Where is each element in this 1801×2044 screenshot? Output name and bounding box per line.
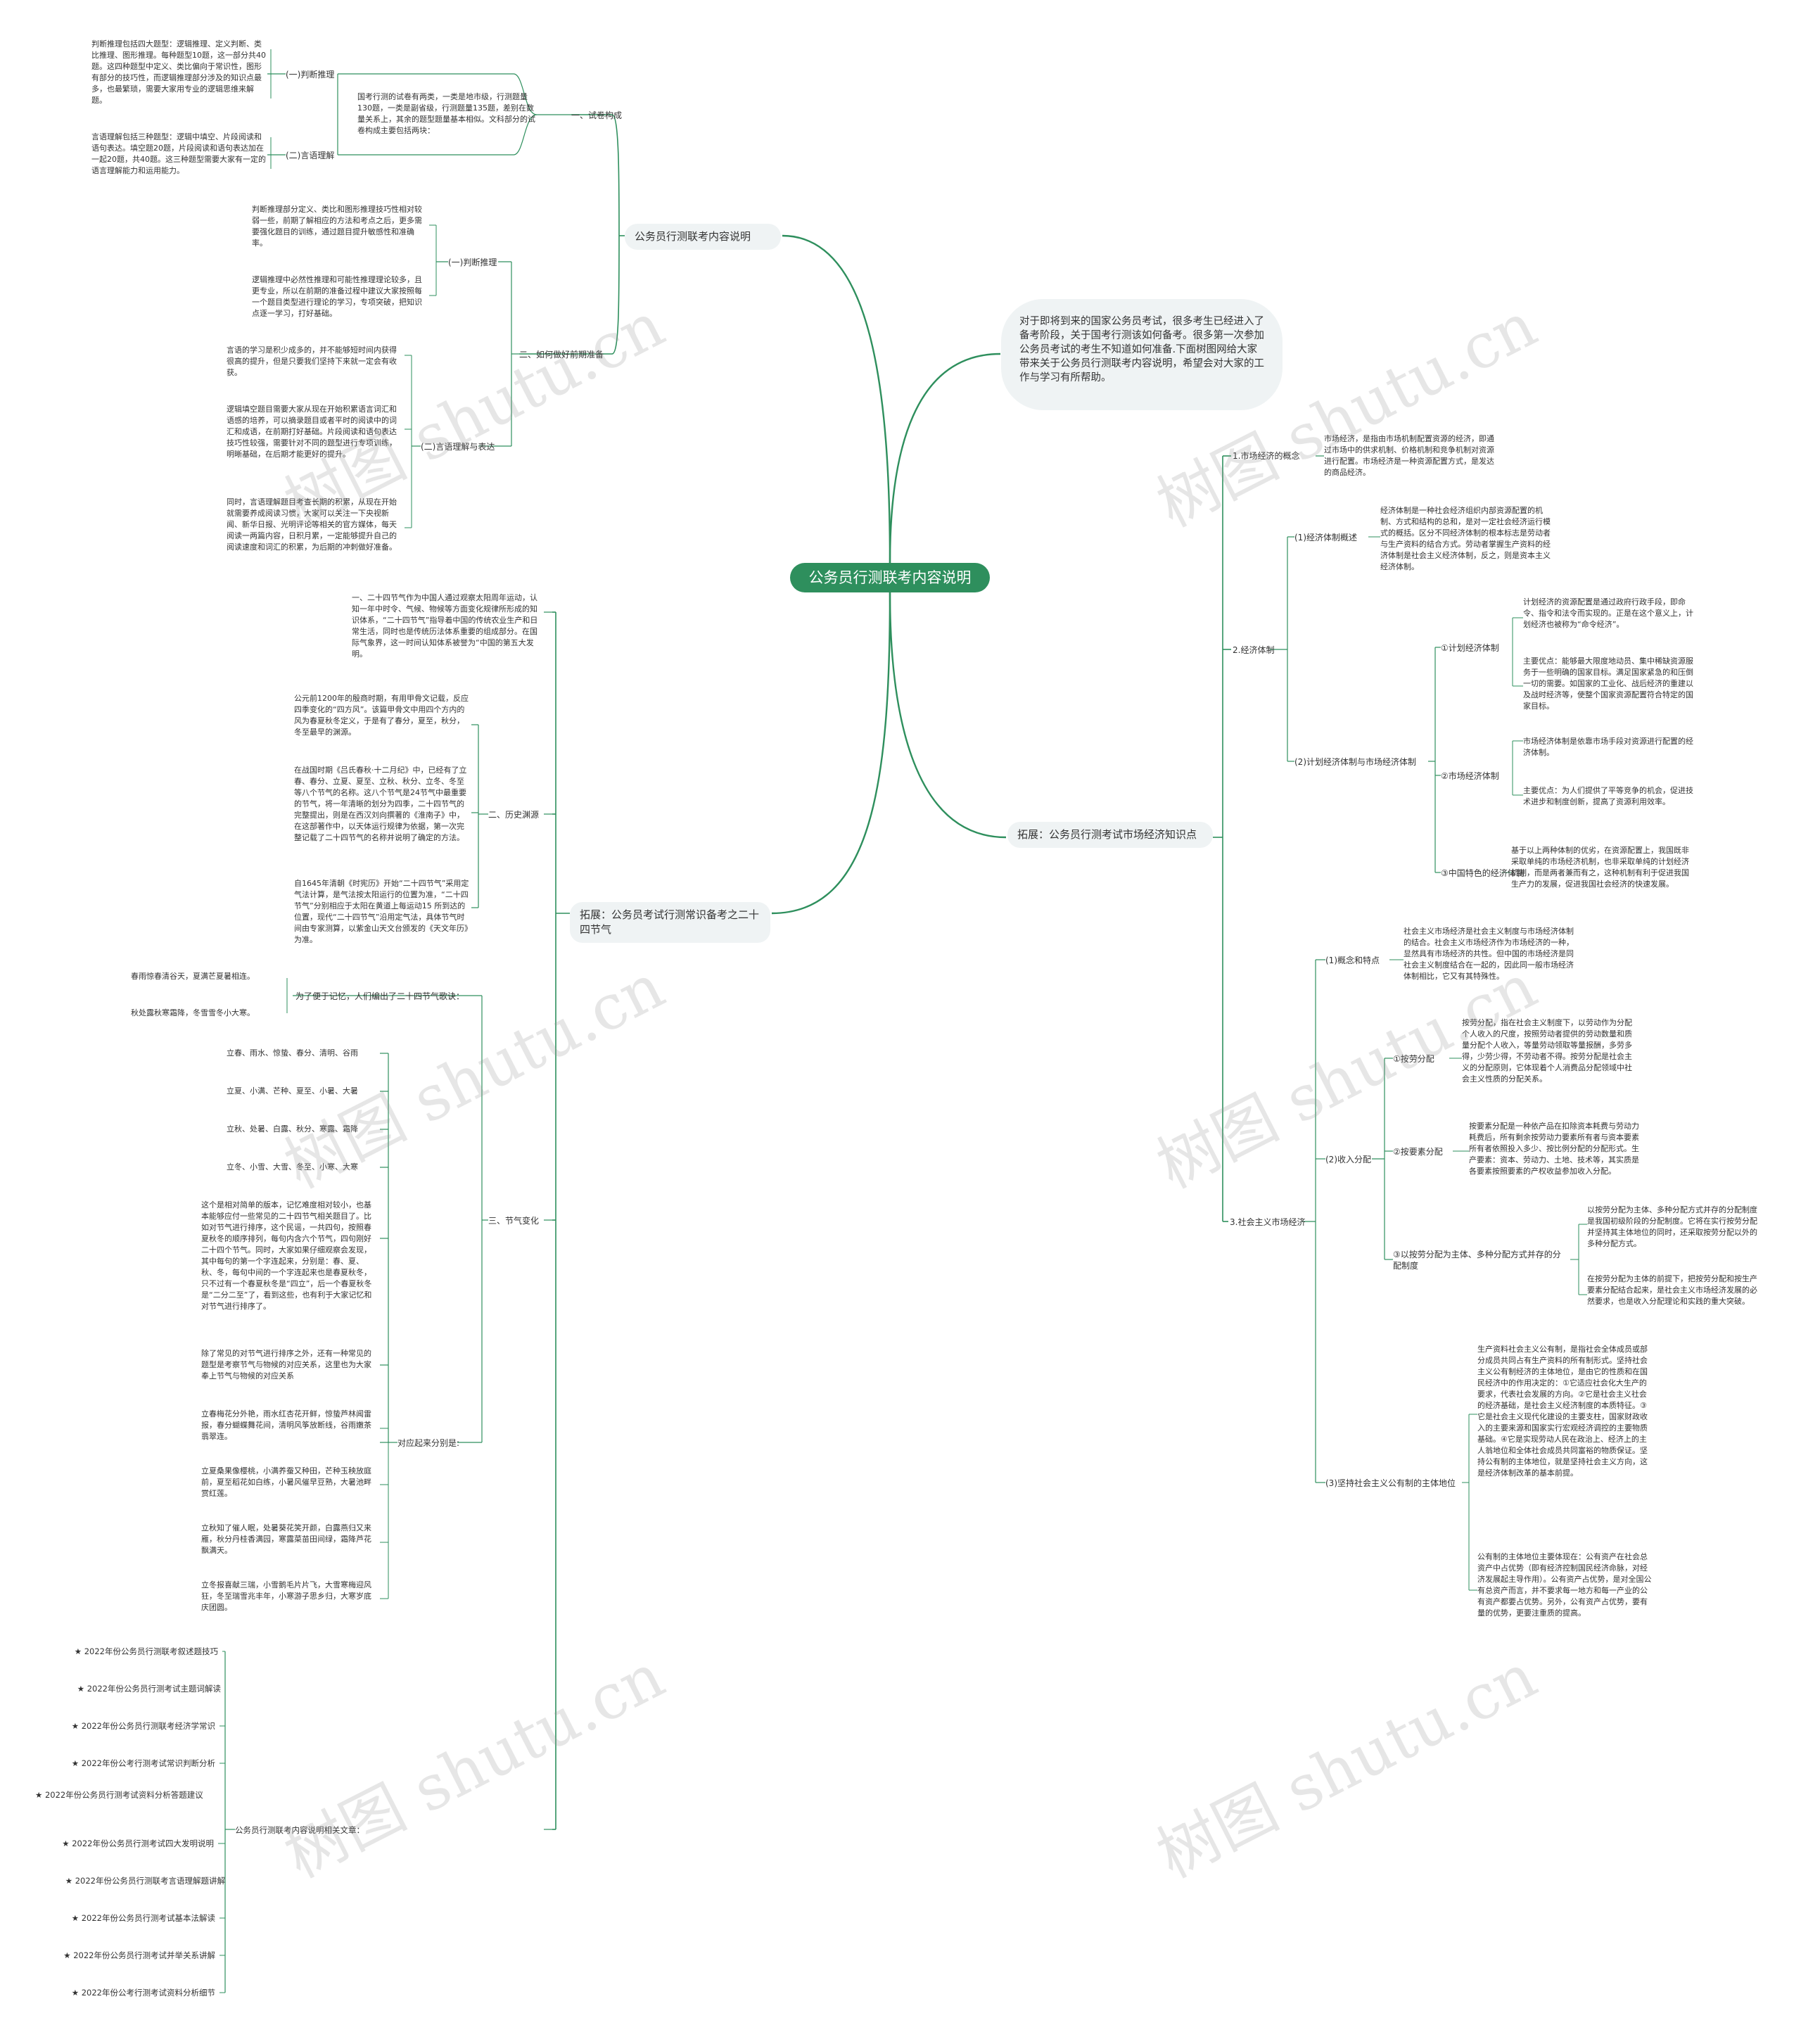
text-verbal-2a: 言语的学习是积少成多的，并不能够短时间内获得很高的提升，但是只要我们坚持下来就一… xyxy=(227,345,397,377)
text-history-3: 自1645年清朝《时宪历》开始“二十四节气”采用定气法计算，是气法按太阳运行的位… xyxy=(294,879,469,944)
text-poem-summer: 立夏桑果像樱桃，小满养蚕又种田，芒种玉秧放庭前，夏至稻花如白练，小暑风催早豆熟，… xyxy=(201,1466,371,1498)
related-article-link[interactable]: ★ 2022年份公务员行测考试主题词解读 xyxy=(77,1684,221,1694)
root-connector xyxy=(889,592,1007,839)
node-verbal-1[interactable]: (二)言语理解 xyxy=(286,151,335,160)
text-mixed-2: 在按劳分配为主体的前提下，把按劳分配和按生产要素分配结合起来，是社会主义市场经济… xyxy=(1587,1274,1757,1306)
text-features: 社会主义市场经济是社会主义制度与市场经济体制的结合。社会主义市场经济作为市场经济… xyxy=(1404,927,1574,981)
related-article-link[interactable]: ★ 2022年份公考行测考试资料分析细节 xyxy=(71,1988,215,1998)
branch-solar-terms[interactable]: 拓展：公务员考试行测常识备考之二十四节气 xyxy=(570,902,770,943)
node-judgment-2[interactable]: (一)判断推理 xyxy=(448,258,497,267)
node-socialist-market[interactable]: 3.社会主义市场经济 xyxy=(1230,1217,1306,1227)
text-poem-spring: 立春梅花分外艳，雨水红杏花开鲜，惊蛰芦林闻雷报，春分蝴蝶舞花间，清明风筝放断线，… xyxy=(201,1409,371,1441)
node-judgment-1[interactable]: (一)判断推理 xyxy=(286,70,335,80)
node-income-distribution[interactable]: (2)收入分配 xyxy=(1325,1155,1371,1164)
node-economic-system[interactable]: 2.经济体制 xyxy=(1233,645,1275,655)
text-market-1: 市场经济体制是依靠市场手段对资源进行配置的经济体制。 xyxy=(1523,737,1693,757)
text-solar-intro: 一、二十四节气作为中国人通过观察太阳周年运动，认知一年中时令、气候、物候等方面变… xyxy=(352,593,538,659)
branch-market-economy[interactable]: 拓展：公务员行测考试市场经济知识点 xyxy=(1007,822,1213,848)
text-verbal-1: 言语理解包括三种题型：逻辑中填空、片段阅读和语句表达。填空题20题，片段阅读和语… xyxy=(91,132,266,175)
text-judgment-2a: 判断推理部分定义、类比和图形推理技巧性相对较弱一些，前期了解相应的方法和考点之后… xyxy=(252,205,422,248)
node-labor-distribution[interactable]: ①按劳分配 xyxy=(1393,1054,1434,1064)
text-plan-2: 主要优点：能够最大限度地动员、集中稀缺资源服务于一些明确的国家目标。满足国家紧急… xyxy=(1523,656,1693,711)
text-ownership-2: 公有制的主体地位主要体现在：公有资产在社会总资产中占优势（即有经济控制国民经济命… xyxy=(1477,1552,1652,1618)
node-china-system[interactable]: ③中国特色的经济体制 xyxy=(1441,868,1525,878)
node-features[interactable]: (1)概念和特点 xyxy=(1325,956,1380,965)
root-node[interactable]: 公务员行测联考内容说明 xyxy=(790,563,990,592)
text-season-summer: 立夏、小满、芒种、夏至、小暑、大暑 xyxy=(227,1086,358,1096)
text-market-2: 主要优点：为人们提供了平等竞争的机会，促进技术进步和制度创新，提高了资源利用效率… xyxy=(1523,786,1693,806)
text-judgment-2b: 逻辑推理中必然性推理和可能性推理理论较多，且更专业，所以在前期的准备过程中建议大… xyxy=(252,275,422,318)
node-pairs[interactable]: 对应起来分别是: xyxy=(397,1438,460,1448)
text-season-autumn: 立秋、处暑、白露、秋分、寒露、霜降 xyxy=(227,1124,358,1134)
text-season-winter: 立冬、小雪、大雪、冬至、小寒、大寒 xyxy=(227,1162,358,1172)
text-history-1: 公元前1200年的殷商时期，有用甲骨文记载，反应四季变化的“四方风”。该篇甲骨文… xyxy=(294,694,469,737)
node-market-system[interactable]: ②市场经济体制 xyxy=(1441,771,1499,781)
text-ownership-1: 生产资料社会主义公有制，是指社会全体成员或部分成员共同占有生产资料的所有制形式。… xyxy=(1477,1345,1648,1478)
connector xyxy=(611,114,620,236)
text-verbal-2c: 同时，言语理解题目考查长期的积累，从现在开始就需要养成阅读习惯，大家可以关注一下… xyxy=(227,497,397,552)
related-article-link[interactable]: ★ 2022年份公务员行测联考经济学常识 xyxy=(71,1721,215,1731)
related-article-link[interactable]: ★ 2022年份公务员行测考试基本法解读 xyxy=(71,1913,215,1923)
text-market-concept: 市场经济，是指由市场机制配置资源的经济，即通过市场中的供求机制、价格机制和竞争机… xyxy=(1324,434,1494,477)
node-plan-vs-market[interactable]: (2)计划经济体制与市场经济体制 xyxy=(1294,757,1416,767)
text-china-system: 基于以上两种体制的优劣，在资源配置上，我国既非采取单纯的市场经济机制，也非采取单… xyxy=(1511,846,1689,889)
text-labor-distribution: 按劳分配，指在社会主义制度下，以劳动作为分配个人收入的尺度，按照劳动者提供的劳动… xyxy=(1462,1018,1632,1084)
related-article-link[interactable]: ★ 2022年份公务员行测考试资料分析答题建议 xyxy=(35,1790,203,1800)
related-article-link[interactable]: ★ 2022年份公务员行测联考言语理解题讲解 xyxy=(65,1876,225,1886)
root-connector xyxy=(889,353,1001,564)
text-system-overview: 经济体制是一种社会经济组织内部资源配置的机制、方式和结构的总和，是对一定社会经济… xyxy=(1380,506,1551,571)
text-season-pairs: 除了常见的对节气进行排序之外，还有一种常见的题型是考察节气与物候的对应关系，这里… xyxy=(201,1349,371,1380)
node-factor-distribution[interactable]: ②按要素分配 xyxy=(1393,1147,1443,1157)
node-term-change[interactable]: 三、节气变化 xyxy=(488,1216,540,1226)
node-history[interactable]: 二、历史渊源 xyxy=(488,810,540,820)
root-connector xyxy=(771,592,891,915)
text-mnemonic-1: 春雨惊春清谷天，夏满芒夏暑相连。 xyxy=(131,972,255,981)
node-system-overview[interactable]: (1)经济体制概述 xyxy=(1294,533,1357,542)
node-public-ownership[interactable]: (3)坚持社会主义公有制的主体地位 xyxy=(1325,1478,1456,1488)
text-judgment-1: 判断推理包括四大题型：逻辑推理、定义判断、类比推理、图形推理。每种题型10题，这… xyxy=(91,39,266,105)
text-poem-autumn: 立秋知了催人眠，处暑葵花笑开颜，白露燕归又来雁，秋分丹桂香满园，寒露菜苗田间绿，… xyxy=(201,1523,371,1555)
text-season-explain: 这个是相对简单的版本，记忆难度相对较小，也基本能够应付一些常见的二十四节气相关题… xyxy=(201,1200,372,1311)
text-mnemonic-2: 秋处露秋寒霜降，冬雪雪冬小大寒。 xyxy=(131,1008,255,1017)
related-article-link[interactable]: ★ 2022年份公考行测考试常识判断分析 xyxy=(71,1758,215,1768)
connector xyxy=(611,235,620,355)
connector xyxy=(513,73,537,115)
node-mixed-distribution[interactable]: ③以按劳分配为主体、多种分配方式并存的分配制度 xyxy=(1393,1250,1561,1271)
node-paper-structure[interactable]: 一、试卷构成 xyxy=(571,110,623,120)
intro-bubble: 对于即将到来的国家公务员考试，很多考生已经进入了备考阶段，关于国考行测该如何备考… xyxy=(1001,299,1283,410)
text-poem-winter: 立冬报喜献三瑞，小雪鹅毛片片飞，大雪寒梅迎风狂，冬至瑞雪兆丰年，小寒游子思乡归，… xyxy=(201,1580,371,1612)
text-verbal-2b: 逻辑填空题目需要大家从现在开始积累语言词汇和语感的培养，可以摘录题目或者平时的阅… xyxy=(227,405,397,459)
related-article-link[interactable]: ★ 2022年份公务员行测联考叙述题技巧 xyxy=(74,1646,218,1656)
node-preparation[interactable]: 二、如何做好前期准备 xyxy=(519,350,604,360)
related-article-link[interactable]: ★ 2022年份公务员行测考试并举关系讲解 xyxy=(63,1950,215,1960)
node-related-articles[interactable]: 公务员行测联考内容说明相关文章： xyxy=(235,1825,364,1835)
connector xyxy=(513,114,537,155)
node-market-concept[interactable]: 1.市场经济的概念 xyxy=(1233,451,1300,461)
node-verbal-2[interactable]: (二)言语理解与表达 xyxy=(421,442,495,452)
text-plan-1: 计划经济的资源配置是通过政府行政手段，即命令、指令和法令而实现的。正是在这个意义… xyxy=(1523,597,1693,629)
text-paper-structure: 国考行测的试卷有两类，一类是地市级，行测题量130题，一类是副省级，行测题量13… xyxy=(357,92,535,135)
text-season-spring: 立春、雨水、惊蛰、春分、清明、谷雨 xyxy=(227,1048,358,1058)
branch-exam-content[interactable]: 公务员行测联考内容说明 xyxy=(625,224,781,250)
node-mnemonic[interactable]: 为了便于记忆，人们编出了二十四节气歌诀： xyxy=(295,991,465,1001)
text-history-2: 在战国时期《吕氏春秋·十二月纪》中，已经有了立春、春分、立夏、夏至、立秋、秋分、… xyxy=(294,766,467,842)
node-plan-economy[interactable]: ①计划经济体制 xyxy=(1441,643,1499,653)
related-article-link[interactable]: ★ 2022年份公务员行测考试四大发明说明 xyxy=(62,1839,214,1848)
text-mixed-1: 以按劳分配为主体、多种分配方式并存的分配制度是我国初级阶段的分配制度。它将在实行… xyxy=(1587,1205,1757,1248)
text-factor-distribution: 按要素分配是一种依产品在扣除资本耗费与劳动力耗费后，所有剩余按劳动力要素所有者与… xyxy=(1469,1122,1639,1176)
root-connector xyxy=(782,234,891,564)
